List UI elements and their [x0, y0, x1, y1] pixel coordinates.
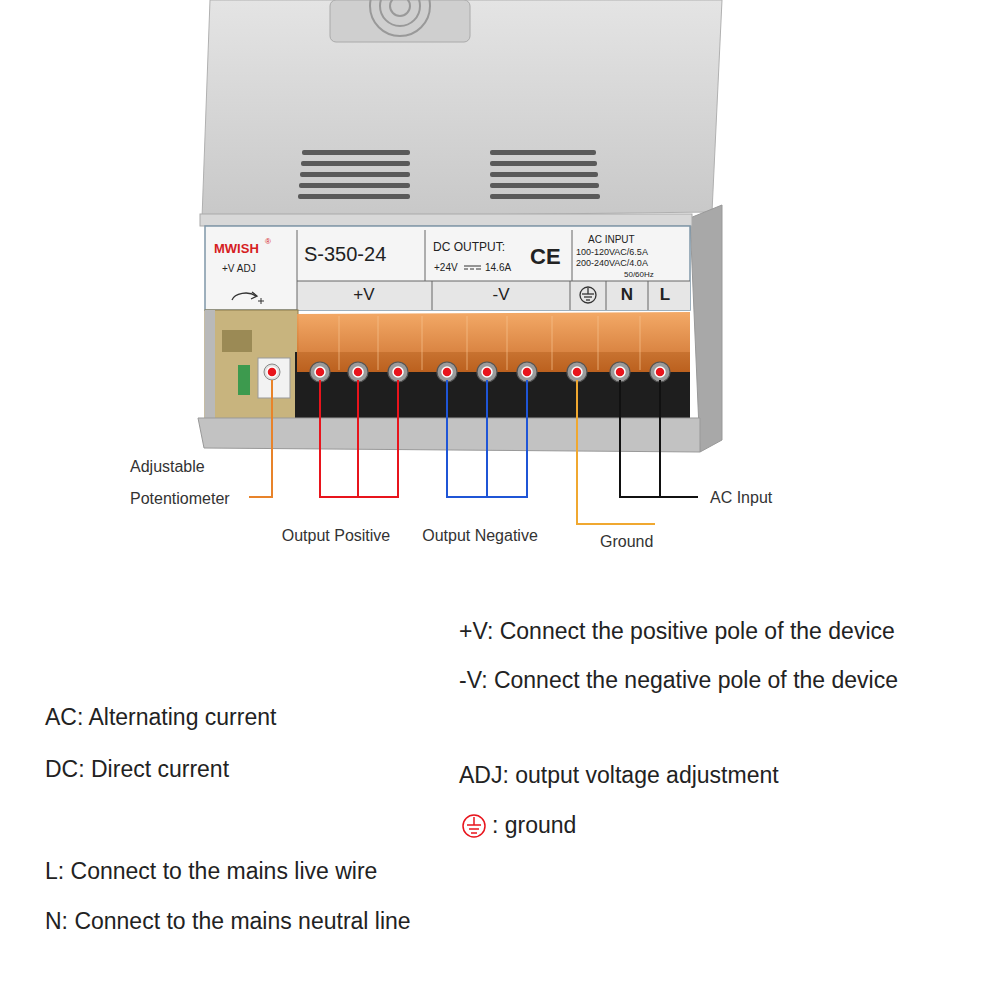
ce-mark: CE	[530, 244, 561, 269]
glossary-note: ADJ: output voltage adjustment	[459, 762, 779, 788]
terminal-block	[295, 312, 690, 420]
callout-label: Output Negative	[422, 527, 538, 545]
ground-symbol	[463, 815, 485, 837]
terminal-name: N	[621, 285, 633, 305]
terminal-name: -V	[493, 285, 510, 305]
glossary-note: AC: Alternating current	[45, 704, 276, 730]
glossary-note: L: Connect to the mains live wire	[45, 858, 377, 884]
terminal-name: +V	[353, 285, 374, 305]
input-heading: AC INPUT	[588, 234, 635, 246]
glossary-note: N: Connect to the mains neutral line	[45, 908, 411, 934]
callout-label: Output Positive	[282, 527, 391, 545]
output-heading: DC OUTPUT:	[433, 241, 505, 255]
callout-label: Ground	[600, 533, 653, 551]
label-plate	[205, 226, 690, 310]
glossary-note: DC: Direct current	[45, 756, 229, 782]
model-number: S-350-24	[304, 243, 386, 266]
glossary-note: : ground	[492, 812, 576, 838]
housing	[200, 0, 722, 452]
adjust-label: +V ADJ	[222, 263, 256, 275]
pcb-and-potentiometer	[205, 310, 298, 420]
brand-name: MWISH	[214, 242, 259, 257]
trademark-mark: ®	[265, 237, 271, 246]
output-current: 14.6A	[485, 262, 511, 274]
leader-lines	[249, 380, 698, 524]
input-rating: 100-120VAC/6.5A	[576, 247, 648, 257]
bottom-rail	[198, 418, 700, 452]
input-frequency: 50/60Hz	[624, 270, 654, 279]
callout-label: AC Input	[710, 489, 772, 507]
glossary-note: -V: Connect the negative pole of the dev…	[459, 667, 898, 693]
output-voltage: +24V	[434, 262, 458, 274]
terminal-name: L	[660, 285, 670, 305]
callout-label: Adjustable Potentiometer	[130, 451, 250, 515]
input-rating: 200-240VAC/4.0A	[576, 258, 648, 268]
glossary-note: +V: Connect the positive pole of the dev…	[459, 618, 895, 644]
